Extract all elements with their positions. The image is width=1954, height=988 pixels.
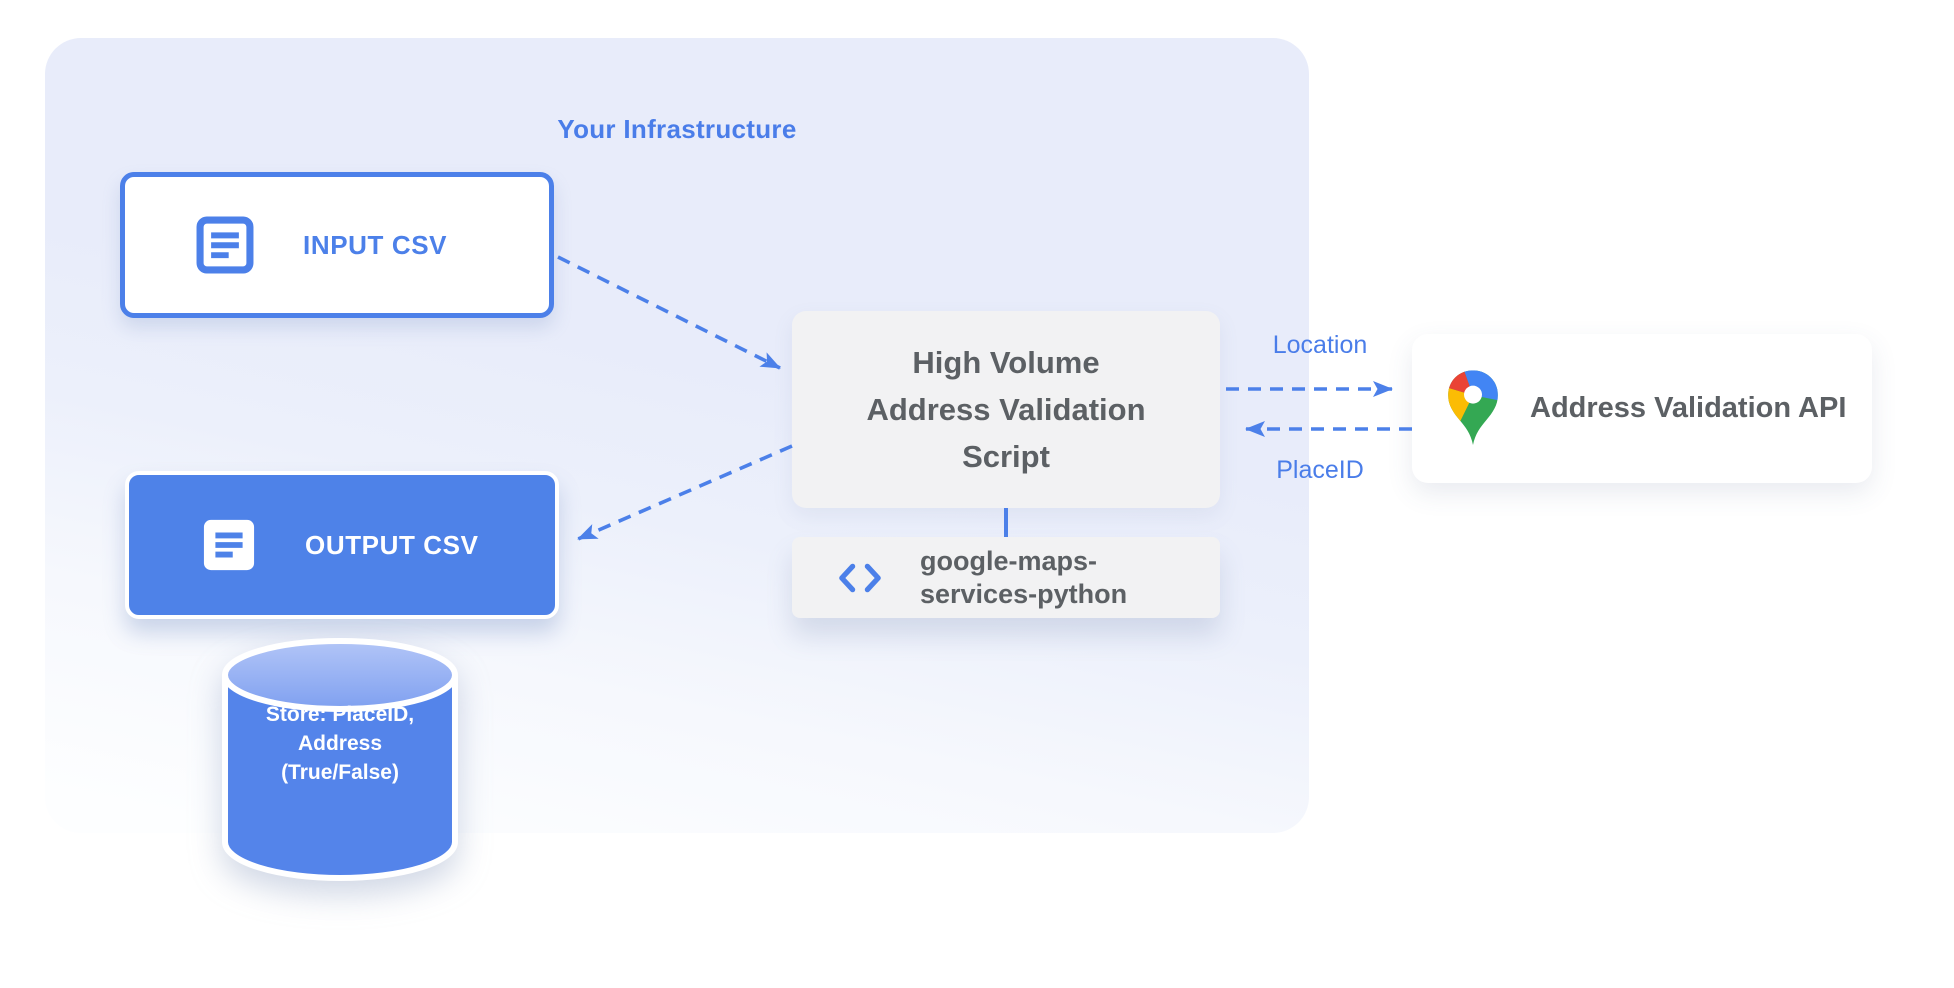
- validation-script-node: High Volume Address Validation Script: [792, 311, 1220, 508]
- edge-label-placeid: PlaceID: [1276, 456, 1364, 484]
- library-label: google-maps- services-python: [920, 545, 1127, 611]
- datastore-line-3: (True/False): [281, 761, 399, 784]
- output-csv-node: OUTPUT CSV: [125, 471, 559, 619]
- datastore-label: Store: PlaceID, Address (True/False): [237, 700, 443, 787]
- datastore-line-1: Store: PlaceID,: [265, 703, 415, 726]
- output-csv-label: OUTPUT CSV: [305, 529, 479, 560]
- script-line-1: High Volume: [912, 345, 1100, 380]
- api-label: Address Validation API: [1530, 392, 1847, 424]
- library-line-2: services-python: [920, 578, 1128, 609]
- infrastructure-title: Your Infrastructure: [557, 114, 797, 144]
- document-icon: [203, 519, 255, 571]
- datastore-cylinder: Store: PlaceID, Address (True/False): [217, 634, 463, 886]
- code-icon: [839, 563, 881, 592]
- edge-label-location: Location: [1272, 331, 1368, 359]
- input-csv-label: INPUT CSV: [303, 229, 448, 260]
- document-icon: [196, 216, 254, 274]
- input-csv-node: INPUT CSV: [120, 172, 554, 318]
- datastore-line-2: Address: [297, 732, 383, 755]
- google-maps-pin-icon: [1448, 370, 1498, 445]
- address-validation-api-node: Address Validation API: [1412, 334, 1872, 483]
- script-line-2: Address Validation: [866, 392, 1146, 427]
- library-node: google-maps- services-python: [792, 537, 1220, 618]
- script-to-library-connector: [1004, 508, 1008, 537]
- script-line-3: Script: [962, 439, 1050, 474]
- database-cylinder-icon: [222, 638, 458, 881]
- library-line-1: google-maps-: [920, 545, 1098, 576]
